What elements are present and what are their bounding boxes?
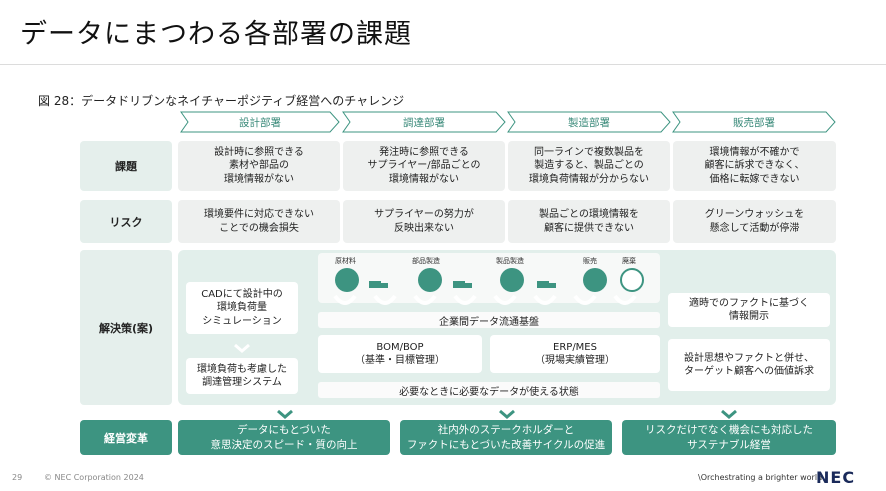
- recycle-icon: [620, 268, 644, 292]
- page-title: データにまつわる各部署の課題: [20, 19, 412, 50]
- chevron-down-icon: [234, 343, 250, 353]
- stage-label-parts: 部品製造: [412, 257, 440, 265]
- raw-material-icon: [335, 268, 359, 292]
- stage-label-raw: 原材料: [335, 257, 356, 265]
- solution-erp-mes: ERP/MES （現場実績管理）: [490, 335, 660, 373]
- transform-decision-making: データにもとづいた 意思決定のスピード・質の向上: [178, 420, 390, 455]
- chevron-shape: [180, 111, 340, 133]
- chevron-down-icon: [499, 409, 515, 419]
- issue-manufacturing: 同一ラインで複数製品を 製造すると、製品ごとの 環境負荷情報が分からない: [508, 141, 670, 191]
- row-label-risks: リスク: [80, 200, 172, 243]
- solution-value-appeal: 設計思想やファクトと併せ、 ターゲット顧客への価値訴求: [668, 339, 830, 391]
- chevron-down-icon: [277, 409, 293, 419]
- chevron-down-icon: [721, 409, 737, 419]
- inter-company-data-platform: 企業間データ流通基盤: [318, 312, 660, 328]
- transform-improvement-cycle: 社内外のステークホルダーと ファクトにもとづいた改善サイクルの促進: [400, 420, 612, 455]
- solution-timely-disclosure: 適時でのファクトに基づく 情報開示: [668, 293, 830, 327]
- dept-label: 販売部署: [733, 116, 775, 129]
- store-icon: [583, 268, 607, 292]
- solution-procurement-system: 環境負荷も考慮した 調達管理システム: [186, 358, 298, 394]
- truck-icon: [369, 281, 388, 288]
- nec-logo: NEC: [816, 468, 856, 487]
- row-label-issues: 課題: [80, 141, 172, 191]
- tagline: \Orchestrating a brighter world: [698, 473, 823, 482]
- risk-design: 環境要件に対応できない ことでの機会損失: [178, 200, 340, 243]
- dept-label: 設計部署: [239, 116, 281, 129]
- risk-manufacturing: 製品ごとの環境情報を 顧客に提供できない: [508, 200, 670, 243]
- row-label-solutions: 解決策(案): [80, 250, 172, 405]
- stage-label-product: 製品製造: [496, 257, 524, 265]
- building-icon: [500, 268, 524, 292]
- copyright: © NEC Corporation 2024: [44, 473, 144, 482]
- issue-procurement: 発注時に参照できる サプライヤー/部品ごとの 環境情報がない: [343, 141, 505, 191]
- chevron-shape: [342, 111, 506, 133]
- factory-icon: [418, 268, 442, 292]
- stage-label-disposal: 廃棄: [622, 257, 636, 265]
- row-label-transform: 経営変革: [80, 420, 172, 455]
- page-number: 29: [12, 473, 23, 482]
- dept-header-procurement: 調達部署: [342, 111, 506, 133]
- risk-procurement: サプライヤーの努力が 反映出来ない: [343, 200, 505, 243]
- solution-cad-simulation: CADにて設計中の 環境負荷量 シミュレーション: [186, 282, 298, 334]
- truck-icon: [537, 281, 556, 288]
- truck-icon: [453, 281, 472, 288]
- dept-label: 調達部署: [403, 116, 445, 129]
- stage-label-sales: 販売: [583, 257, 597, 265]
- chevron-shape: [507, 111, 671, 133]
- issue-sales: 環境情報が不確かで 顧客に訴求できなく、 価格に転嫁できない: [673, 141, 836, 191]
- risk-sales: グリーンウォッシュを 懸念して活動が停滞: [673, 200, 836, 243]
- data-availability-bar: 必要なときに必要なデータが使える状態: [318, 382, 660, 398]
- dept-header-sales: 販売部署: [672, 111, 836, 133]
- chevron-shape: [672, 111, 836, 133]
- issue-design: 設計時に参照できる 素材や部品の 環境情報がない: [178, 141, 340, 191]
- data-flow-arrows: [333, 294, 637, 305]
- solution-bom-bop: BOM/BOP （基準・目標管理）: [318, 335, 482, 373]
- dept-label: 製造部署: [568, 116, 610, 129]
- transform-sustainable-management: リスクだけでなく機会にも対応した サステナブル経営: [622, 420, 836, 455]
- figure-caption: 図 28：データドリブンなネイチャーポジティブ経営へのチャレンジ: [38, 94, 405, 108]
- dept-header-manufacturing: 製造部署: [507, 111, 671, 133]
- dept-header-design: 設計部署: [180, 111, 340, 133]
- title-divider: [0, 64, 886, 65]
